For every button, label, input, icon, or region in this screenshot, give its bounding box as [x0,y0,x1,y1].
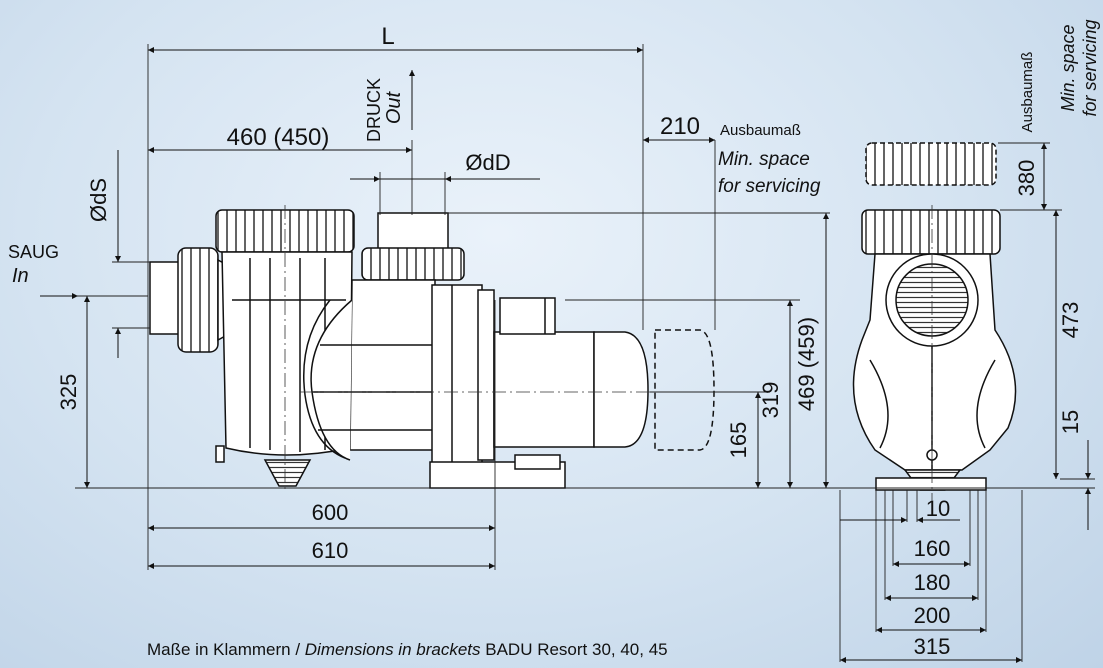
label-min-space-front: Min. space [1058,24,1078,111]
label-saug: SAUG [8,242,59,262]
label-druck: DRUCK [364,78,384,142]
drawing-caption: Maße in Klammern / Dimensions in bracket… [147,640,668,660]
pump-flange [431,284,483,466]
pump-side-view [149,209,715,489]
terminal-box [499,297,556,335]
lid-servicing-position [865,142,997,186]
motor-servicing-outline [654,329,715,451]
label-in: In [12,265,29,287]
pump-front-view [852,142,1017,491]
label-dS: ØdS [86,178,111,222]
label-200: 200 [914,603,951,628]
label-380: 380 [1014,160,1039,197]
label-600: 600 [312,500,349,525]
center-lines [284,205,933,500]
label-469: 469 (459) [794,317,819,411]
label-319: 319 [758,382,783,419]
label-315: 315 [914,634,951,659]
caption-en: Dimensions in brackets [304,640,481,659]
label-L: L [381,23,394,50]
label-ausbaumass: Ausbaumaß [720,122,801,139]
label-460: 460 (450) [227,124,330,151]
front-strainer-lid [861,209,1001,255]
label-610: 610 [312,538,349,563]
caption-de: Maße in Klammern / [147,640,305,659]
label-165: 165 [726,422,751,459]
label-325: 325 [56,374,81,411]
label-473: 473 [1058,302,1083,339]
label-for-servicing-front: for servicing [1080,19,1100,116]
label-for-servicing: for servicing [718,176,821,197]
caption-model: BADU Resort 30, 40, 45 [480,640,668,659]
motor-housing [493,331,595,448]
label-10: 10 [926,496,950,521]
front-base-plate [875,477,987,491]
label-min-space: Min. space [718,149,810,170]
label-210: 210 [660,113,700,140]
suction-union-nut [177,247,219,353]
label-160: 160 [914,536,951,561]
extension-lines [70,44,1095,662]
dimension-labels: L 460 (450) 210 Ausbaumaß Min. space for… [8,19,1100,659]
label-15: 15 [1058,410,1083,434]
label-180: 180 [914,570,951,595]
label-dD: ØdD [465,150,510,175]
pressure-union-nut [361,247,465,281]
label-ausbaumass-front: Ausbaumaß [1019,52,1036,133]
dimension-lines [40,47,1091,663]
label-out: Out [383,90,405,124]
